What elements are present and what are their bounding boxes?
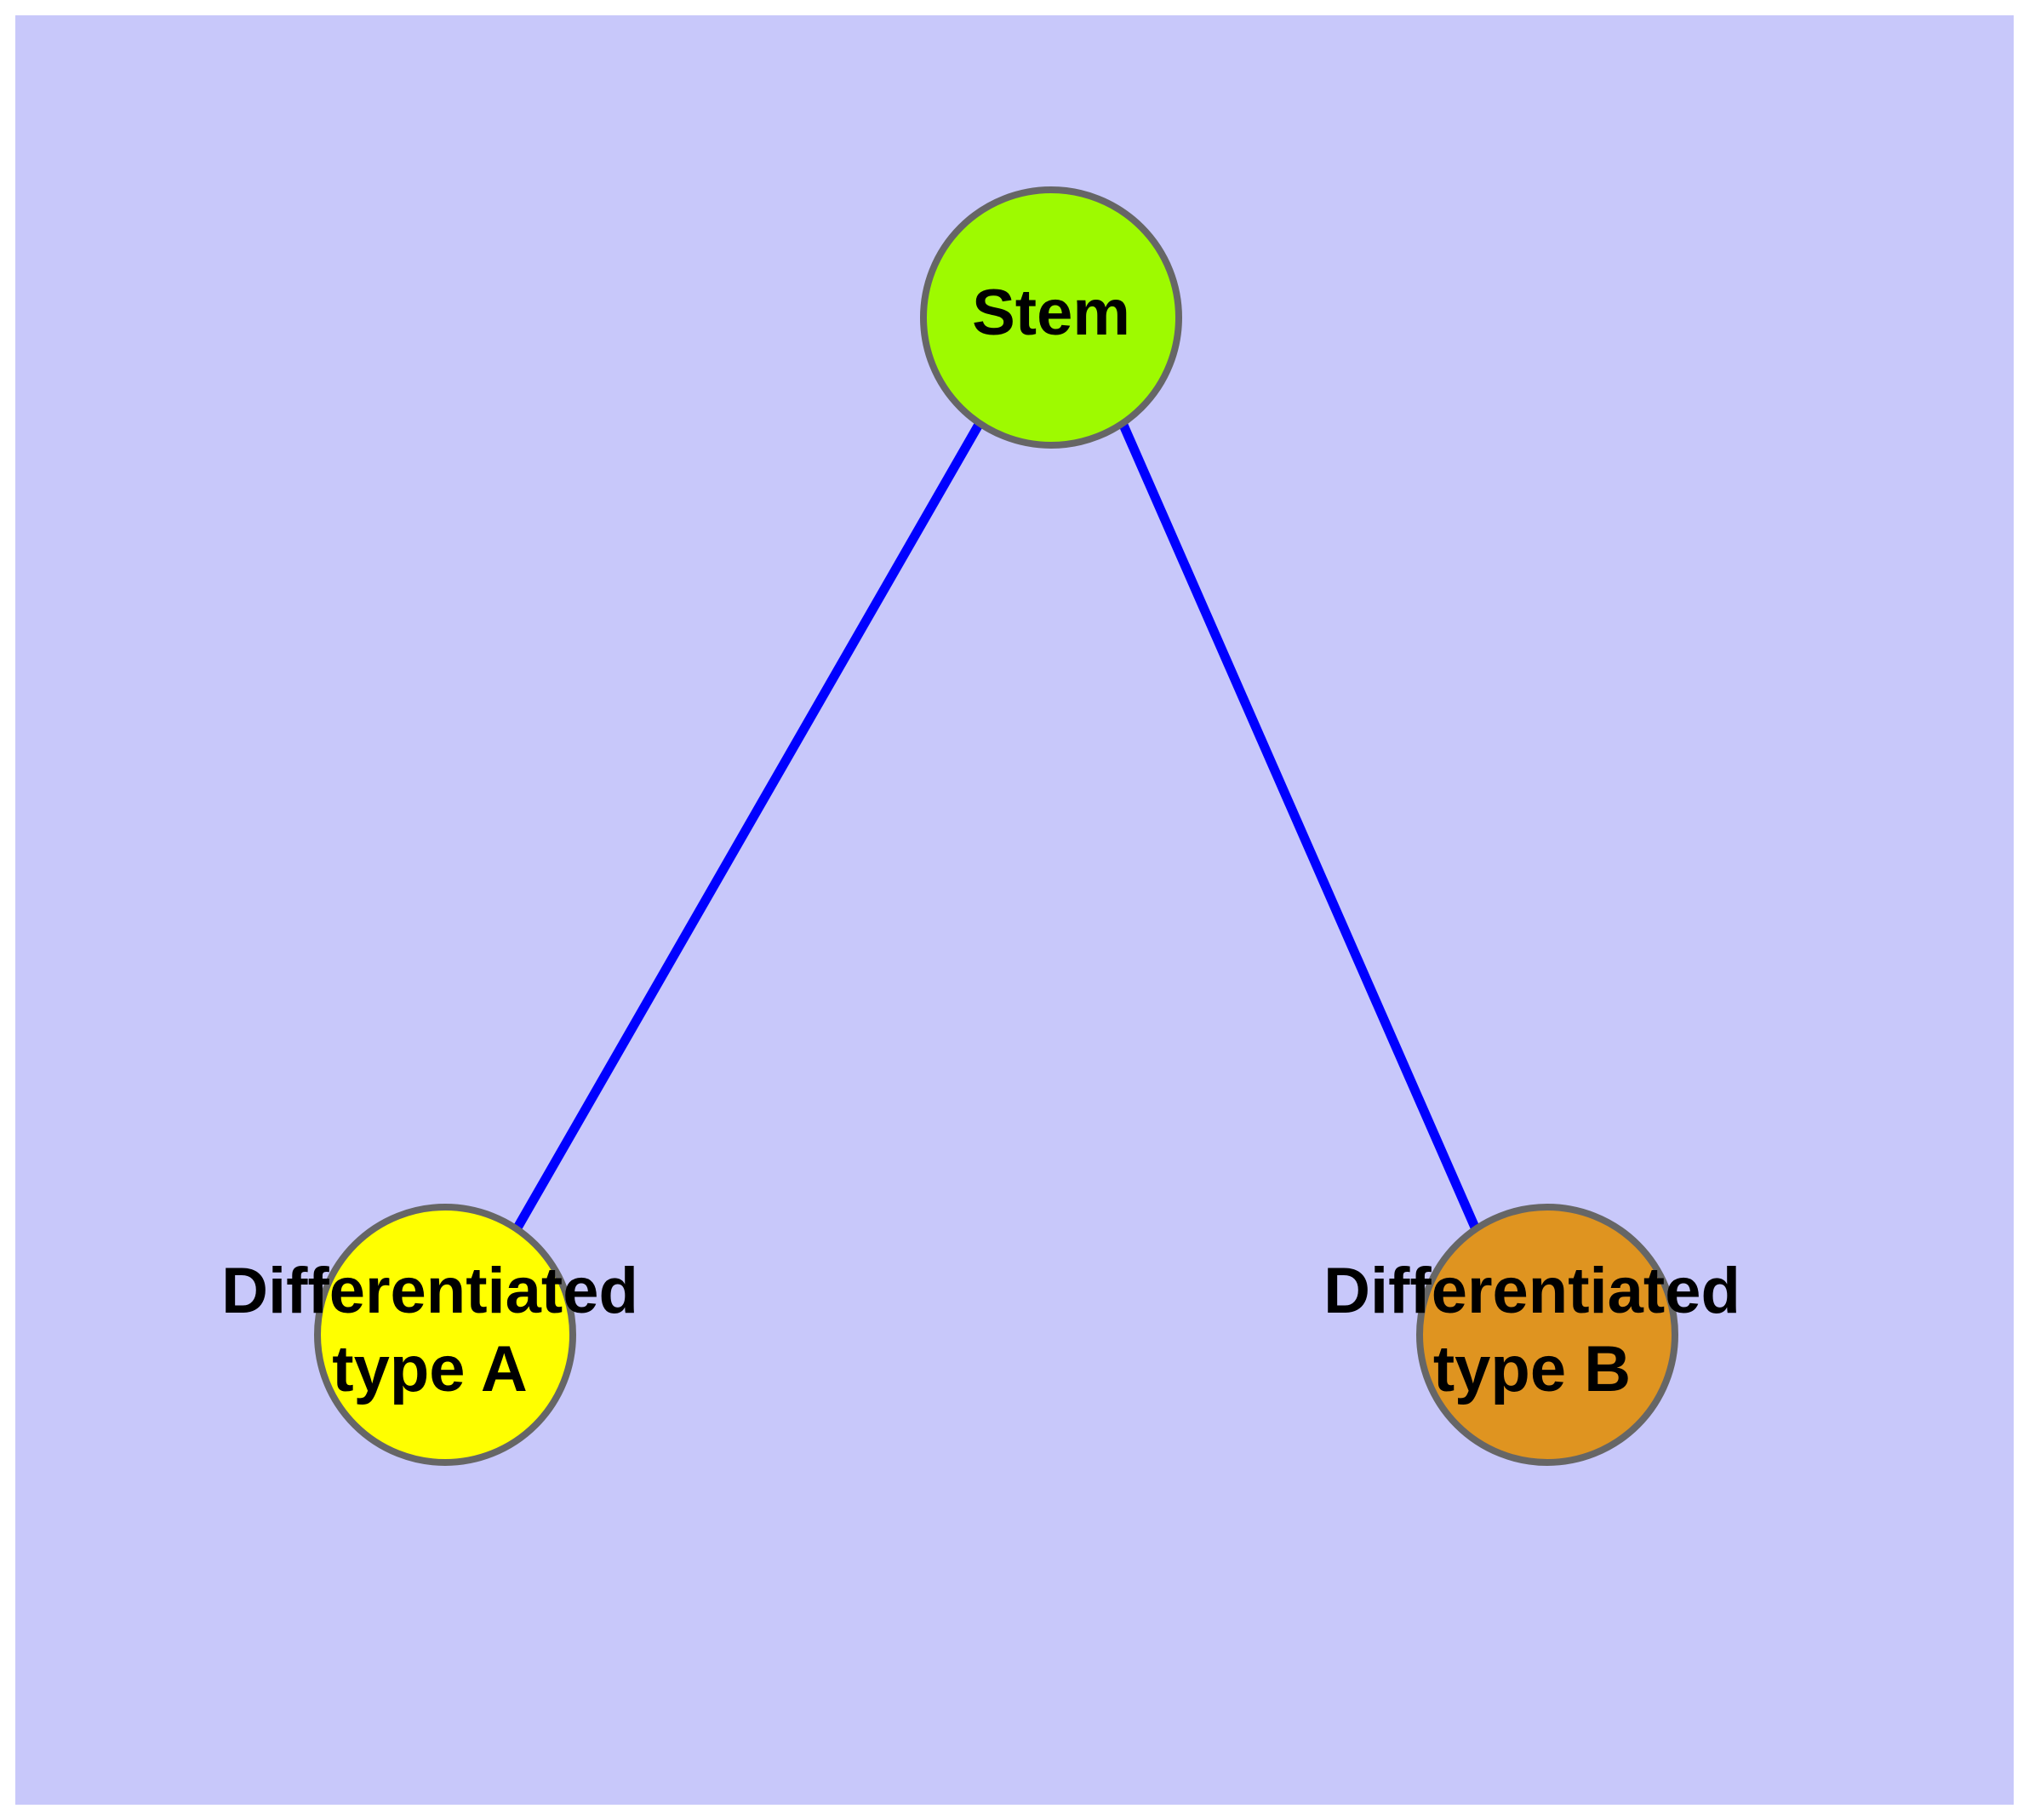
node-group [314,186,1678,1466]
edge-stem-to-diff-a[interactable] [512,421,984,1232]
node-label-line: type A [332,1333,527,1405]
edge-group [512,421,1481,1232]
node-differentiated-type-b[interactable] [1416,1204,1678,1466]
node-differentiated-type-a[interactable] [314,1204,576,1466]
node-label-line: Differentiated [221,1255,638,1327]
edge-stem-to-diff-b[interactable] [1117,421,1481,1232]
node-stem[interactable] [920,186,1182,449]
node-label-stem: Stem [972,277,1130,349]
node-label-line: Stem [972,277,1130,349]
node-label-line: Differentiated [1323,1255,1740,1327]
node-label-line: type B [1433,1333,1631,1405]
